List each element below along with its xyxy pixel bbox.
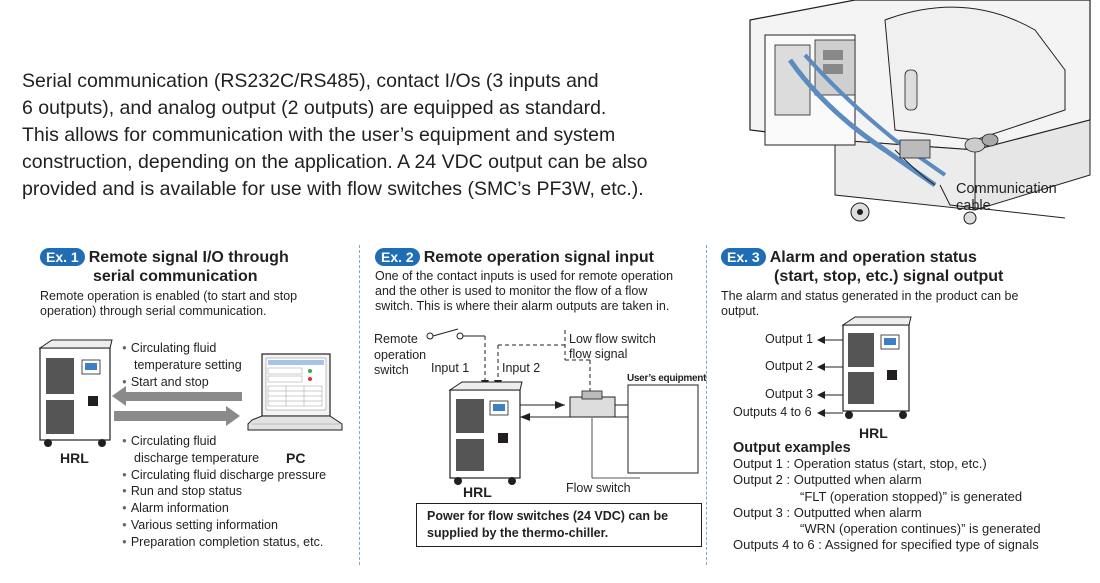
ex2-diagram [426, 328, 699, 485]
communication-cable-callout: Communication cable [956, 181, 1057, 214]
list-item: Circulating fluid [122, 341, 242, 358]
output-examples-list: Output 1 : Operation status (start, stop… [733, 456, 1041, 554]
list-item: “WRN (operation continues)” is generated [800, 521, 1041, 537]
ex2-power-note: Power for flow switches (24 VDC) can be … [416, 503, 702, 547]
intro-line: Serial communication (RS232C/RS485), con… [22, 70, 599, 92]
output-1-label: Output 1 [765, 332, 813, 346]
column-divider [359, 245, 360, 565]
pc-illustration [247, 353, 343, 431]
ex2-description: One of the contact inputs is used for re… [375, 269, 674, 313]
users-equipment-label: User’s equipment [627, 373, 707, 384]
intro-line: provided and is available for use with f… [22, 178, 644, 200]
arrow-to-chiller [112, 386, 242, 406]
remote-operation-switch-label: Remote operation switch [374, 332, 427, 377]
ex1-badge: Ex. 1 [40, 248, 85, 266]
ex3-output-diagram [817, 316, 912, 419]
list-item: discharge temperature [134, 450, 260, 465]
ex3-device-label: HRL [859, 425, 888, 441]
output-2-label: Output 2 [765, 359, 813, 373]
ex3-badge: Ex. 3 [721, 248, 766, 266]
list-item: “FLT (operation stopped)” is generated [800, 488, 1023, 504]
list-item: Output 1 : Operation status (start, stop… [733, 456, 987, 471]
ex1-pc-label: PC [286, 450, 306, 466]
flow-switch-illustration [569, 390, 616, 418]
list-item: Preparation completion status, etc. [122, 535, 326, 552]
input-2-label: Input 2 [502, 361, 541, 375]
outputs-4-6-label: Outputs 4 to 6 [733, 405, 812, 419]
list-item: Circulating fluid discharge pressure [122, 468, 326, 485]
list-item: Outputs 4 to 6 : Assigned for specified … [733, 537, 1039, 553]
list-item: temperature setting [134, 357, 242, 372]
ex1-title-line2: serial communication [93, 268, 258, 285]
ex3-description: The alarm and status generated in the pr… [721, 289, 1019, 318]
input-1-label: Input 1 [431, 361, 470, 375]
ex2-badge: Ex. 2 [375, 248, 420, 266]
intro-paragraph: Serial communication (RS232C/RS485), con… [22, 68, 722, 203]
intro-line: 6 outputs), and analog output (2 outputs… [22, 97, 607, 119]
list-item: Circulating fluid [122, 434, 326, 451]
list-item: Various setting information [122, 518, 326, 535]
list-item: Run and stop status [122, 484, 326, 501]
intro-line: This allows for communication with the u… [22, 124, 616, 146]
ex1-description: Remote operation is enabled (to start an… [40, 289, 298, 318]
hrl-chiller-illustration [38, 339, 113, 447]
ex2-device-label: HRL [463, 484, 492, 500]
low-flow-signal-label: Low flow switch flow signal [569, 332, 656, 361]
output-3-label: Output 3 [765, 387, 813, 401]
chiller-interior-illustration [749, 0, 1091, 225]
hrl-chiller-illustration [448, 381, 523, 485]
flow-switch-label: Flow switch [566, 481, 631, 495]
ex3-title-line2: (start, stop, etc.) signal output [774, 268, 1004, 285]
ex1-device-label: HRL [60, 450, 89, 466]
list-item: Output 3 : Outputted when alarm [733, 504, 922, 520]
list-item: Output 2 : Outputted when alarm [733, 472, 922, 488]
list-item: Alarm information [122, 501, 326, 518]
output-examples-title: Output examples [733, 440, 851, 456]
ex1-from-pc-list: Circulating fluid discharge temperature … [122, 434, 326, 552]
column-divider [706, 245, 707, 565]
hrl-chiller-illustration [841, 316, 912, 419]
ex1-arrows [112, 386, 242, 426]
intro-line: construction, depending on the applicati… [22, 151, 648, 173]
arrow-to-pc [114, 406, 240, 426]
ex1-to-pc-list: Circulating fluid temperature setting St… [122, 341, 242, 391]
users-equipment-box [627, 384, 699, 474]
list-item: Start and stop [122, 375, 242, 392]
